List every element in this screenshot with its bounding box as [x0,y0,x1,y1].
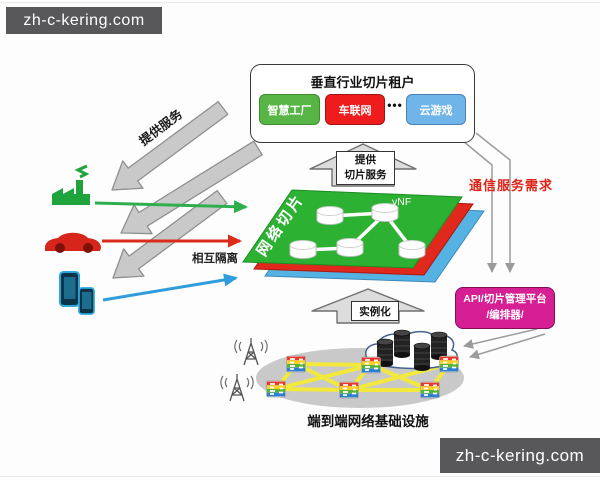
demand-connectors [462,132,515,273]
tenant-ellipsis: ••• [387,98,403,112]
provide-slice-line1: 提供 [355,153,376,166]
provide-slice-line2: 切片服务 [344,169,387,181]
top-edge-line [0,2,600,3]
watermark-bottom-right: zh-c-kering.com [440,438,600,473]
phone-slice-arrow [102,273,238,302]
tenant-chip-smart-factory: 智慧工厂 [259,94,320,125]
router-icon [338,381,360,399]
router-icon [438,355,460,373]
gray-arrow-2 [120,140,263,235]
vnf-node [371,203,399,222]
router-icon [419,381,441,399]
router-icon [285,355,307,373]
vnf-node [316,206,344,225]
orchestrator-line1: API/切片管理平台 [463,293,547,306]
server-icon [393,329,411,359]
orchestrator-infra-arrows [463,328,546,360]
orchestrator-box: API/切片管理平台 /编排器/ [455,287,555,329]
gray-arrow-1 [111,100,229,191]
orchestrator-line2: /编排器/ [486,309,524,321]
tenant-chip-vehicle-network: 车联网 [325,94,385,125]
watermark-top-left: zh-c-kering.com [6,7,162,34]
tenant-chip-cloud-gaming: 云游戏 [406,94,466,125]
tenants-panel: 垂直行业切片租户 智慧工厂 车联网 ••• 云游戏 [250,64,475,143]
vnf-node [398,240,426,259]
factory-slice-arrow [94,200,248,214]
vnf-node [289,240,317,259]
vnf-nodes [289,203,426,259]
antenna-tower-icon [220,373,254,402]
comm-service-demand-label: 通信服务需求 [468,178,553,193]
infrastructure-label: 端到端网络基础设施 [307,414,429,429]
vnf-label: vNF [392,196,412,208]
vnf-node [336,238,364,257]
router-icon [360,356,382,374]
provide-service-arrows [111,100,263,279]
server-icon [413,342,431,372]
instantiate-label: 实例化 [351,301,399,321]
mutual-isolation-label: 相互隔离 [192,253,238,265]
car-icon [45,232,101,253]
router-icon [265,380,287,398]
bottom-edge-line [0,476,600,477]
smartphones-icon [59,271,95,315]
antenna-tower-icon [234,337,268,366]
provide-slice-service-label: 提供 切片服务 [336,151,395,185]
factory-icon [52,164,90,205]
gray-arrow-3 [112,189,228,279]
tenants-panel-title: 垂直行业切片租户 [310,75,415,90]
